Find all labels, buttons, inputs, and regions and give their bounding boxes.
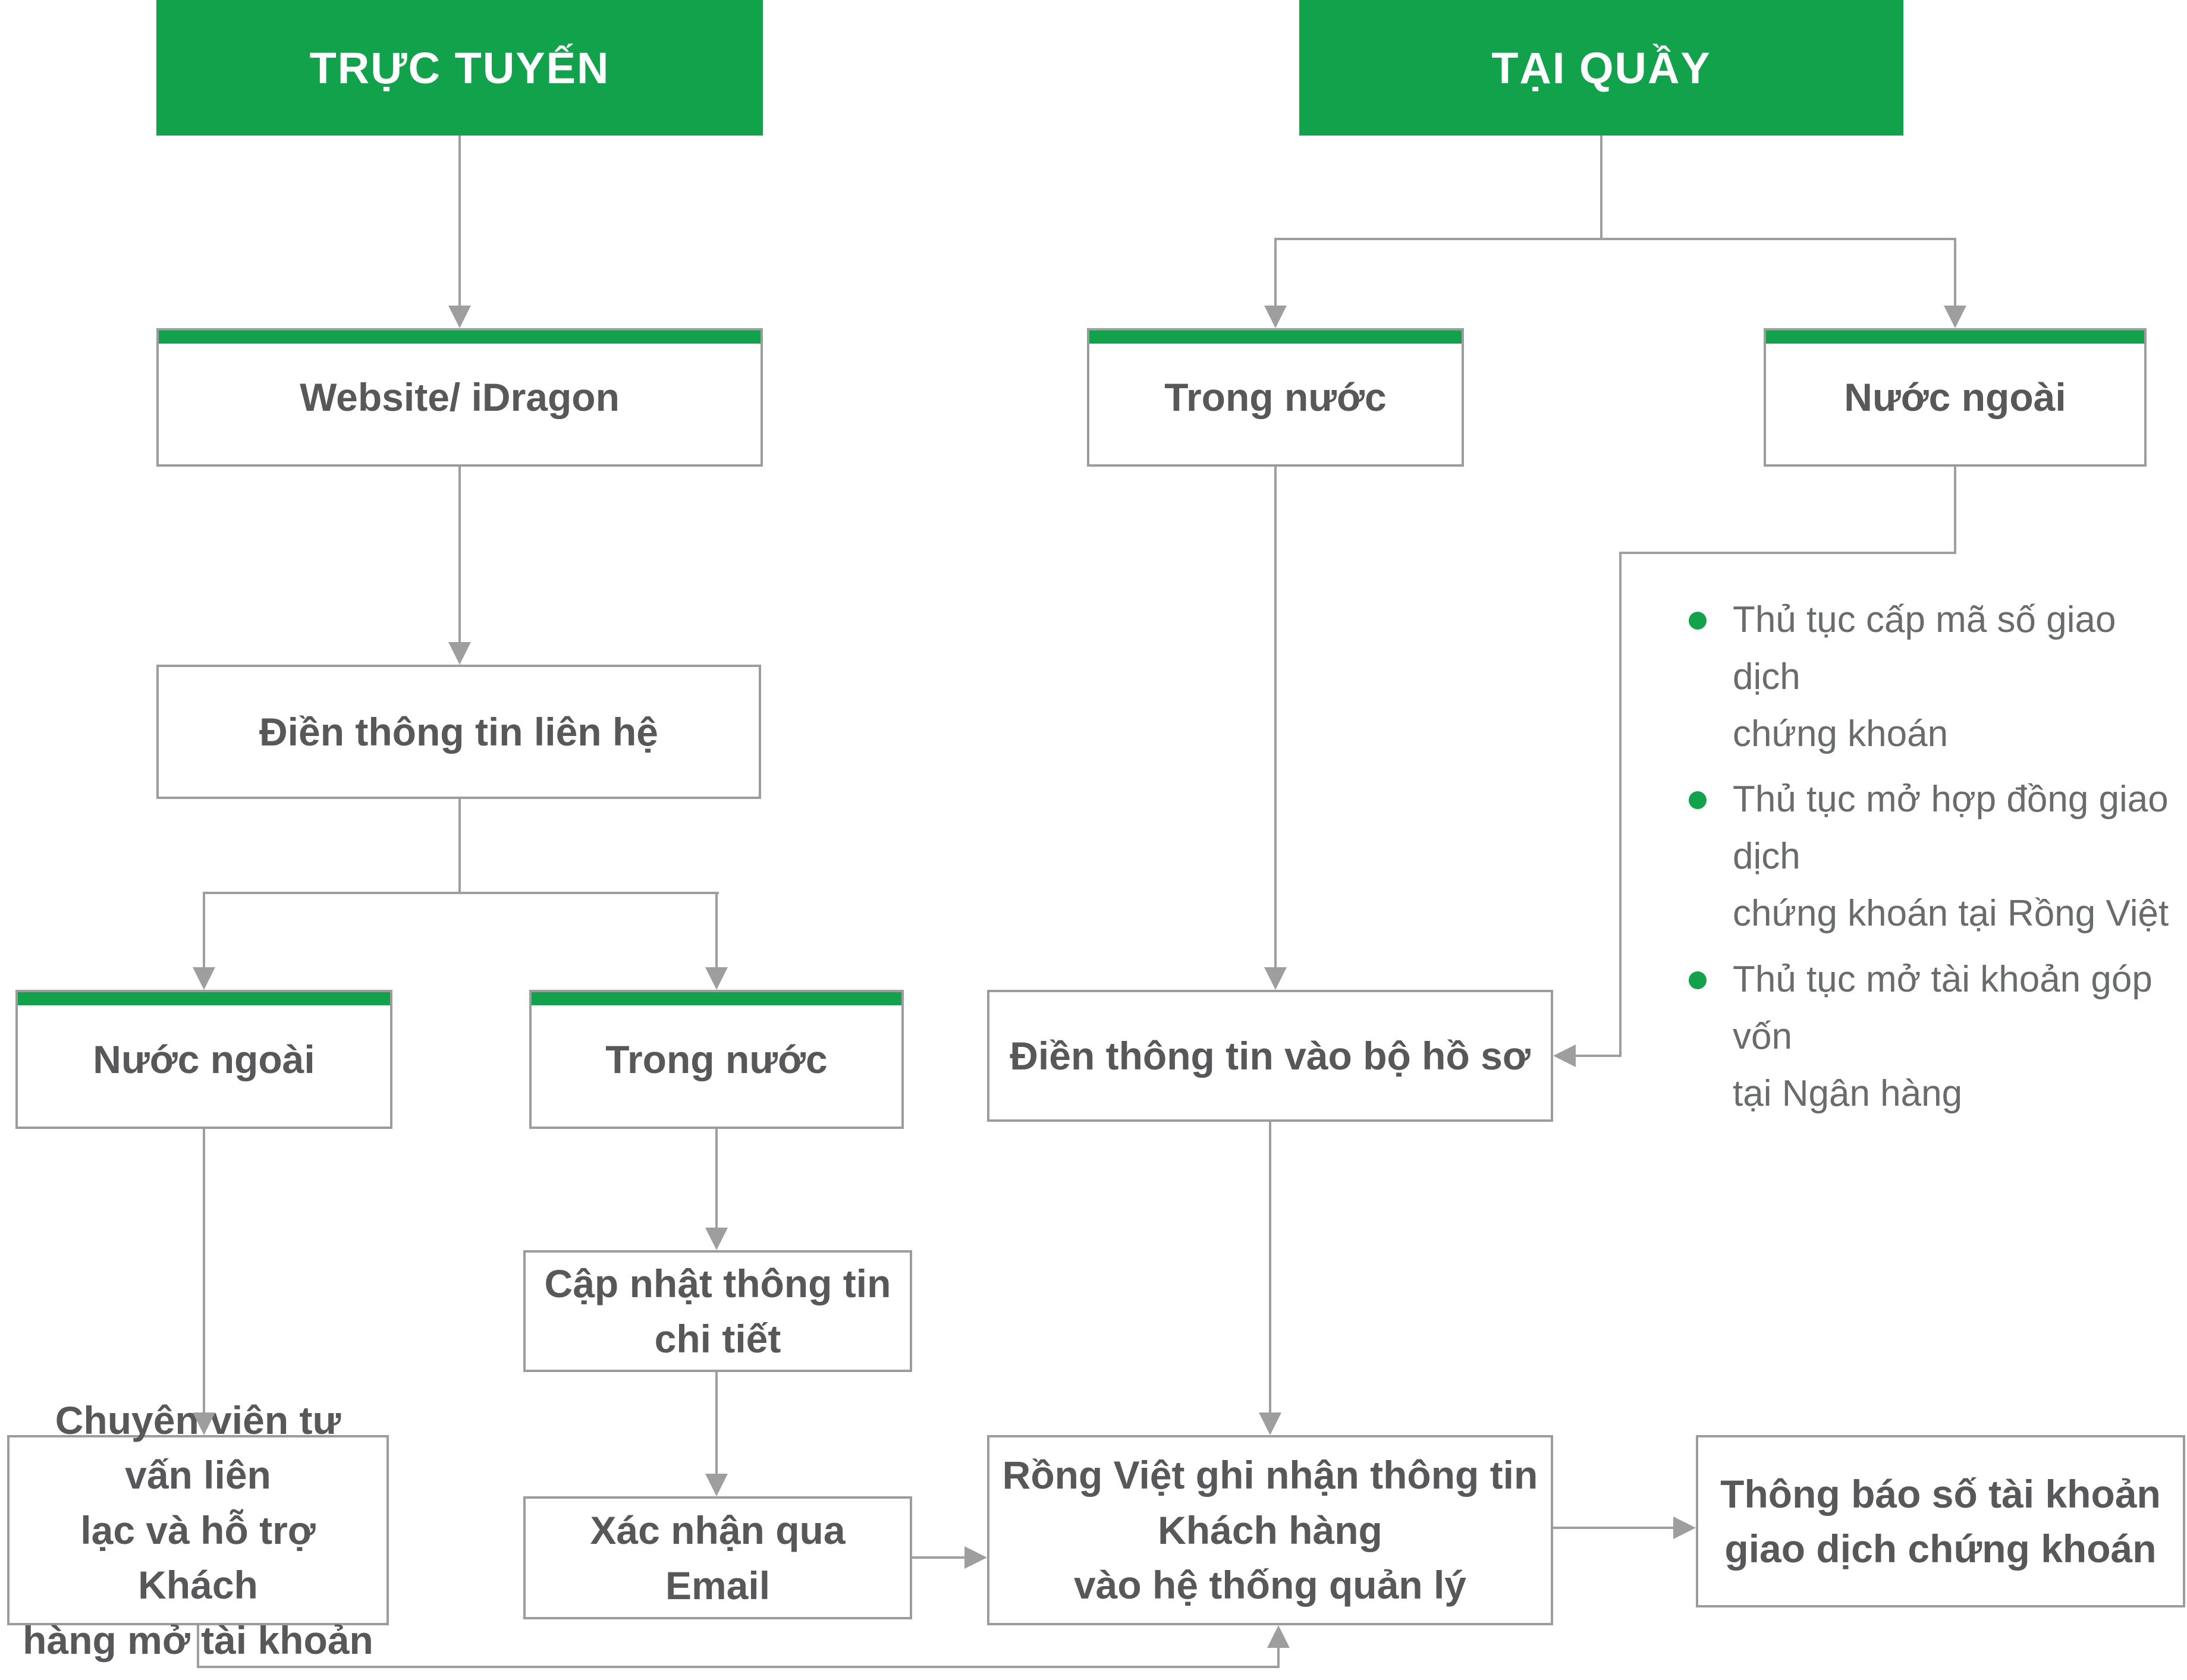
arrowhead-left-icon (1553, 1045, 1576, 1067)
bullet-dot-icon (1689, 791, 1707, 810)
arrowhead-right-icon (1673, 1517, 1696, 1539)
connector-line (1619, 552, 1956, 554)
connector-line (715, 1129, 718, 1229)
connector-line (1277, 1647, 1280, 1668)
note-item: Thủ tục mở tài khoản góp vốn tại Ngân hà… (1689, 951, 2182, 1122)
arrowhead-up-icon (1267, 1625, 1290, 1648)
arrowhead-right-icon (964, 1546, 987, 1569)
header-tai-quay: TẠI QUẦY (1299, 0, 1903, 136)
connector-line (1600, 136, 1602, 240)
connector-line (1274, 238, 1277, 307)
bullet-dot-icon (1689, 612, 1707, 630)
connector-line (715, 892, 718, 968)
arrowhead-down-icon (1264, 967, 1287, 990)
counter-foreign-notes: Thủ tục cấp mã số giao dịch chứng khoán … (1689, 592, 2182, 1131)
note-text: Thủ tục cấp mã số giao dịch chứng khoán (1733, 599, 2116, 755)
note-text: Thủ tục mở hợp đồng giao dịch chứng khoá… (1733, 779, 2169, 935)
connector-line (458, 799, 461, 894)
arrowhead-down-icon (705, 1228, 728, 1250)
connector-line (1954, 238, 1956, 307)
connector-line (458, 467, 461, 643)
connector-line (1619, 552, 1622, 1057)
node-website-idragon: Website/ iDragon (156, 328, 763, 467)
note-text: Thủ tục mở tài khoản góp vốn tại Ngân hà… (1733, 958, 2153, 1114)
node-trong-nuoc-counter: Trong nước (1087, 328, 1464, 467)
connector-line (1269, 1122, 1271, 1414)
node-nuoc-ngoai-counter: Nước ngoài (1764, 328, 2147, 467)
arrowhead-down-icon (1259, 1412, 1281, 1435)
node-thong-bao-so-tai-khoan: Thông báo số tài khoản giao dịch chứng k… (1696, 1435, 2185, 1607)
arrowhead-down-icon (1944, 306, 1966, 328)
connector-line (203, 892, 205, 968)
connector-line (715, 1372, 718, 1475)
connector-line (912, 1556, 966, 1559)
connector-line (1954, 467, 1956, 554)
bullet-dot-icon (1689, 971, 1707, 989)
arrowhead-down-icon (705, 1474, 728, 1496)
note-item: Thủ tục cấp mã số giao dịch chứng khoán (1689, 592, 2182, 763)
node-rong-viet-ghi-nhan: Rồng Việt ghi nhận thông tin Khách hàng … (987, 1435, 1553, 1625)
connector-line (197, 1625, 199, 1668)
connector-line (1275, 238, 1956, 240)
arrowhead-down-icon (1264, 306, 1287, 328)
node-trong-nuoc-online: Trong nước (529, 990, 904, 1129)
node-cap-nhat-thong-tin: Cập nhật thông tin chi tiết (523, 1250, 912, 1372)
arrowhead-down-icon (193, 967, 215, 990)
arrowhead-down-icon (705, 967, 728, 990)
connector-line (197, 1666, 1280, 1668)
arrowhead-down-icon (448, 306, 471, 328)
node-dien-thong-tin-vao-bo-ho-so: Điền thông tin vào bộ hồ sơ (987, 990, 1553, 1122)
connector-line (204, 892, 719, 894)
node-xac-nhan-qua-email: Xác nhận qua Email (523, 1496, 912, 1619)
arrowhead-down-icon (193, 1412, 215, 1435)
node-nuoc-ngoai-online: Nước ngoài (15, 990, 392, 1129)
connector-line (1553, 1527, 1674, 1529)
arrowhead-down-icon (448, 642, 471, 665)
node-dien-thong-tin-lien-he: Điền thông tin liên hệ (156, 665, 761, 799)
connector-line (1274, 467, 1277, 968)
connector-line (1575, 1055, 1622, 1057)
note-item: Thủ tục mở hợp đồng giao dịch chứng khoá… (1689, 771, 2182, 942)
connector-line (458, 136, 461, 307)
node-chuyen-vien-tu-van: Chuyên viên tư vấn liên lạc và hỗ trợ Kh… (7, 1398, 389, 1662)
header-truc-tuyen: TRỰC TUYẾN (156, 0, 763, 136)
connector-line (203, 1129, 205, 1414)
